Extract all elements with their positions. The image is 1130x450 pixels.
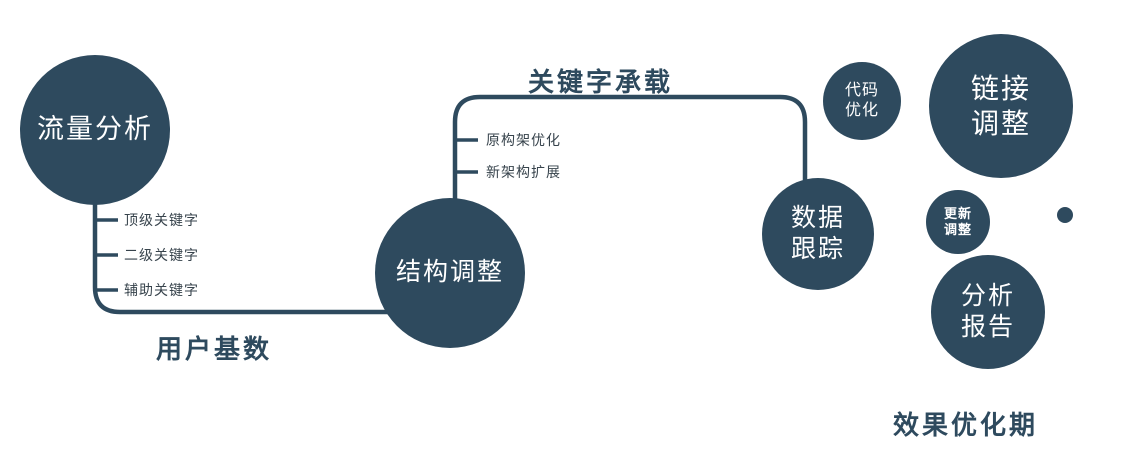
tick-structure-branches — [455, 138, 478, 174]
node-data-tracking-line2: 跟踪 — [790, 235, 845, 263]
edge-label-user-base: 用户基数 — [156, 334, 273, 364]
node-data-tracking-line1: 数据 — [790, 203, 845, 232]
tick-traffic-branches — [95, 218, 118, 292]
node-link-adjust-line1: 链接 — [970, 73, 1031, 104]
branch-label-auxiliary-keywords: 辅助关键字 — [124, 282, 199, 298]
branch-label-new-architecture: 新架构扩展 — [486, 164, 561, 180]
branch-label-original-architecture: 原构架优化 — [486, 132, 561, 148]
node-link-adjust: 链接 调整 — [929, 34, 1073, 178]
node-data-tracking: 数据 跟踪 — [762, 178, 874, 290]
node-code-optimization-line2: 优化 — [844, 102, 879, 119]
node-analysis-report: 分析 报告 — [931, 255, 1045, 369]
node-update-adjust-line1: 更新 — [943, 205, 972, 221]
branch-label-top-keywords: 顶级关键字 — [124, 212, 199, 228]
small-dot-marker — [1057, 207, 1073, 223]
node-analysis-report-line1: 分析 — [960, 281, 1015, 310]
node-structure-adjust: 结构调整 — [375, 198, 525, 348]
footer-phase-label: 效果优化期 — [893, 410, 1039, 440]
node-link-adjust-line2: 调整 — [970, 108, 1031, 139]
node-traffic-analysis-label: 流量分析 — [37, 114, 153, 145]
node-update-adjust: 更新 调整 — [926, 190, 990, 254]
node-structure-adjust-label: 结构调整 — [395, 258, 504, 287]
edge-label-keyword-carrying: 关键字承载 — [528, 67, 674, 97]
node-update-adjust-line2: 调整 — [943, 222, 972, 237]
node-code-optimization-line1: 代码 — [844, 82, 879, 99]
node-analysis-report-line2: 报告 — [960, 313, 1015, 341]
connector-structure-to-tracking — [452, 94, 808, 210]
node-traffic-analysis: 流量分析 — [20, 55, 170, 205]
connector-traffic-to-structure — [92, 190, 420, 315]
branch-label-secondary-keywords: 二级关键字 — [124, 247, 199, 263]
node-code-optimization: 代码 优化 — [823, 62, 901, 140]
